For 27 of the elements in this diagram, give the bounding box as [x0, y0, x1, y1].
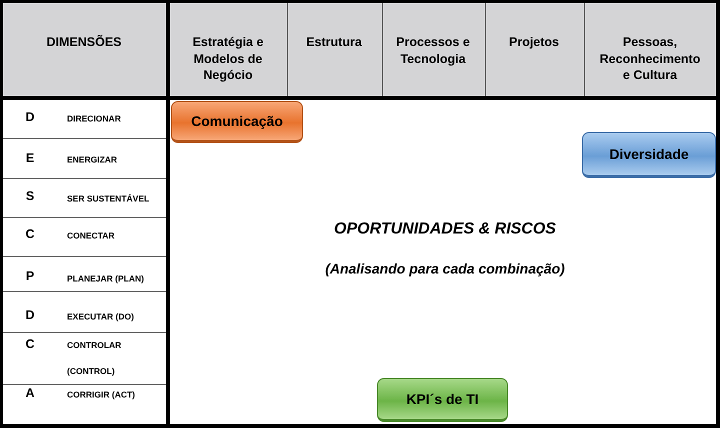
dimension-name: DIRECIONAR: [67, 113, 121, 124]
dimension-name: EXECUTAR (DO): [67, 312, 134, 322]
dimension-letter: C: [25, 337, 35, 351]
dimension-name: ENERGIZAR: [67, 154, 118, 165]
dimension-letter: D: [25, 308, 35, 322]
column-heading: Projetos: [509, 34, 559, 50]
dimensions-heading: DIMENSÕES: [46, 34, 122, 50]
dimension-letter: C: [25, 227, 35, 241]
matrix-title: OPORTUNIDADES & RISCOS: [334, 220, 556, 238]
dimension-name: CORRIGIR (ACT): [67, 389, 135, 400]
dimension-letter: P: [26, 269, 34, 283]
dimension-name: CONTROLAR (CONTROL): [67, 339, 122, 378]
column-heading: Estratégia e Modelos de Negócio: [192, 34, 264, 84]
column-heading: Processos e Tecnologia: [396, 34, 470, 67]
dimension-name: CONECTAR: [67, 230, 115, 242]
dimension-name: SER SUSTENTÁVEL: [67, 193, 150, 204]
dimension-letter: E: [26, 151, 34, 165]
column-heading: Estrutura: [306, 34, 362, 50]
dimension-letter: S: [26, 189, 34, 203]
topic-tag: Comunicação: [171, 101, 303, 143]
dimension-name: PLANEJAR (PLAN): [67, 273, 144, 284]
dimension-letter: A: [25, 386, 35, 400]
dimension-letter: D: [25, 110, 35, 124]
matrix-subtitle: (Analisando para cada combinação): [325, 260, 565, 278]
topic-tag: KPI´s de TI: [377, 378, 508, 422]
topic-tag: Diversidade: [582, 132, 716, 178]
column-heading: Pessoas, Reconhecimento e Cultura: [599, 34, 701, 84]
